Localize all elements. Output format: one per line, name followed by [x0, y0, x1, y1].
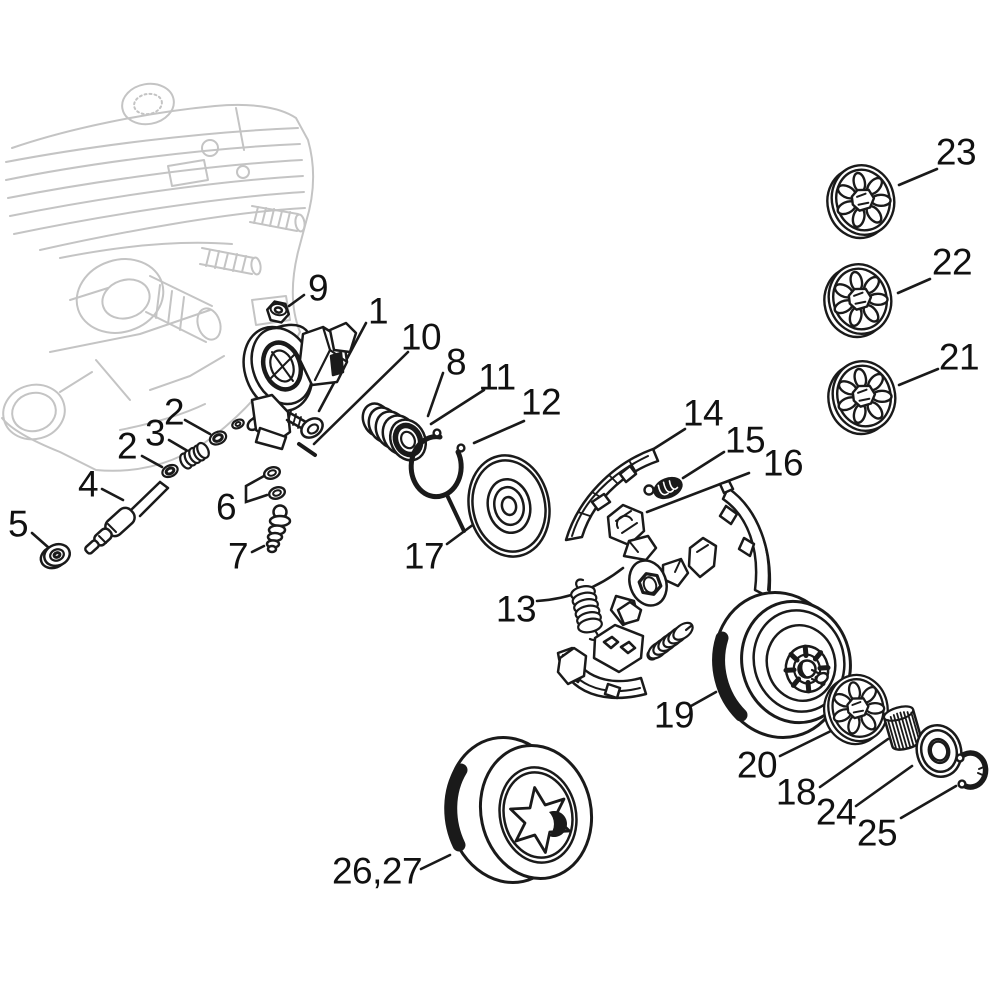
callout-part-13: 13 — [495, 588, 537, 630]
carrier-block-bottom — [592, 623, 645, 674]
part-25-e-clip — [955, 750, 989, 790]
carrier-block-bottom-left — [556, 646, 588, 686]
carrier-block-small — [616, 600, 643, 626]
callout-part-10: 10 — [400, 316, 442, 358]
part-14-clutch-shoe-right — [718, 479, 772, 599]
part-1-oil-pump — [242, 321, 358, 451]
callout-part-6: 6 — [215, 486, 237, 528]
part-9-nut — [265, 300, 291, 324]
part-2-o-ring-upper — [208, 430, 228, 446]
part-7-valve — [265, 504, 292, 554]
part-2-o-ring-lower — [161, 463, 179, 479]
callout-part-15: 15 — [724, 419, 766, 461]
clutch-spring-right — [646, 621, 694, 661]
callout-part-3: 3 — [144, 412, 166, 454]
carrier-block-right — [687, 536, 718, 579]
part-24-washer — [915, 724, 963, 778]
part-8-worm-gear — [361, 402, 428, 462]
callout-part-19: 19 — [653, 694, 695, 736]
callout-part-7: 7 — [227, 535, 249, 577]
callout-part-26-27: 26,27 — [331, 850, 423, 892]
part-12-17-washer-disc — [467, 454, 551, 558]
callout-part-22: 22 — [931, 241, 973, 283]
callout-part-14: 14 — [682, 392, 724, 434]
part-26-27-spur-drum — [444, 736, 594, 884]
callout-part-5: 5 — [7, 503, 29, 545]
part-10-screw-with-pin — [285, 410, 324, 457]
part-5-cap — [39, 542, 71, 570]
callout-part-18: 18 — [775, 771, 817, 813]
pump-o-ring-small — [231, 418, 245, 430]
callout-part-9: 9 — [307, 267, 329, 309]
part-23-rim-sprocket — [818, 157, 904, 246]
callout-part-1: 1 — [367, 290, 389, 332]
part-3-spring — [179, 441, 210, 470]
part-21-rim-sprocket — [819, 353, 905, 442]
callout-part-16: 16 — [762, 442, 804, 484]
part-16-carrier-block — [606, 503, 646, 547]
callout-part-21: 21 — [938, 336, 980, 378]
callout-part-17: 17 — [403, 535, 445, 577]
callout-part-8: 8 — [445, 341, 467, 383]
callout-part-20: 20 — [736, 744, 778, 786]
part-14-clutch-shoe-top — [564, 447, 660, 542]
part-6-o-rings — [263, 466, 286, 500]
part-15-spring — [643, 476, 683, 500]
callout-part-2a: 2 — [163, 391, 185, 433]
clutch-spring-left — [570, 578, 603, 641]
part-4-pump-plunger — [84, 480, 170, 555]
callout-part-25: 25 — [856, 812, 898, 854]
part-11-circlip — [408, 428, 466, 533]
part-22-rim-sprocket — [815, 256, 901, 345]
callout-part-12: 12 — [520, 381, 562, 423]
callout-part-11: 11 — [478, 356, 516, 398]
callout-part-23: 23 — [935, 131, 977, 173]
callout-part-2b: 2 — [116, 425, 138, 467]
part-19-clutch-drum — [712, 590, 852, 740]
callout-part-4: 4 — [77, 463, 99, 505]
callout-part-24: 24 — [815, 791, 857, 833]
